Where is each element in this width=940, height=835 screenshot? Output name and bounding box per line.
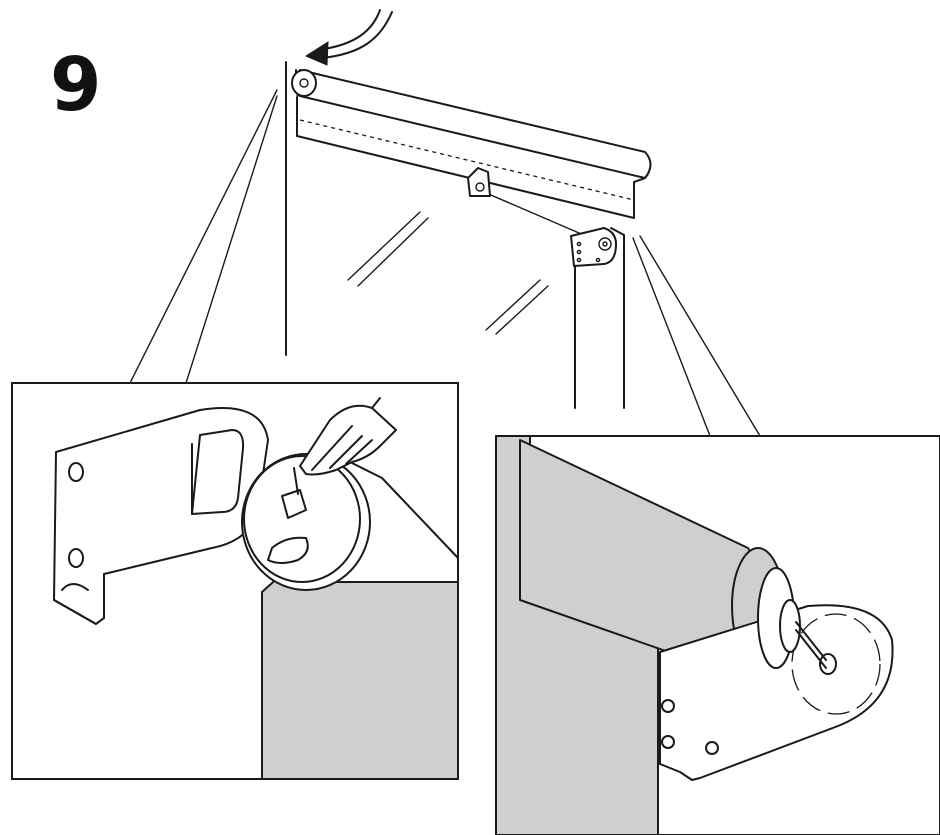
detail-panel-right (495, 435, 940, 835)
detail-panel-left (11, 382, 459, 780)
glass-reflection (347, 211, 549, 335)
right-bracket (570, 227, 617, 267)
end-cap (757, 567, 827, 669)
roller-blind (291, 69, 652, 219)
overview-scene (129, 9, 761, 437)
end-cap (241, 453, 371, 591)
rotate-arrow-icon (304, 9, 393, 66)
callout-lines (129, 89, 761, 437)
wall-bracket (659, 604, 894, 781)
step-number: 9 (50, 42, 102, 128)
center-bracket (467, 167, 491, 197)
hand-icon (299, 397, 397, 476)
